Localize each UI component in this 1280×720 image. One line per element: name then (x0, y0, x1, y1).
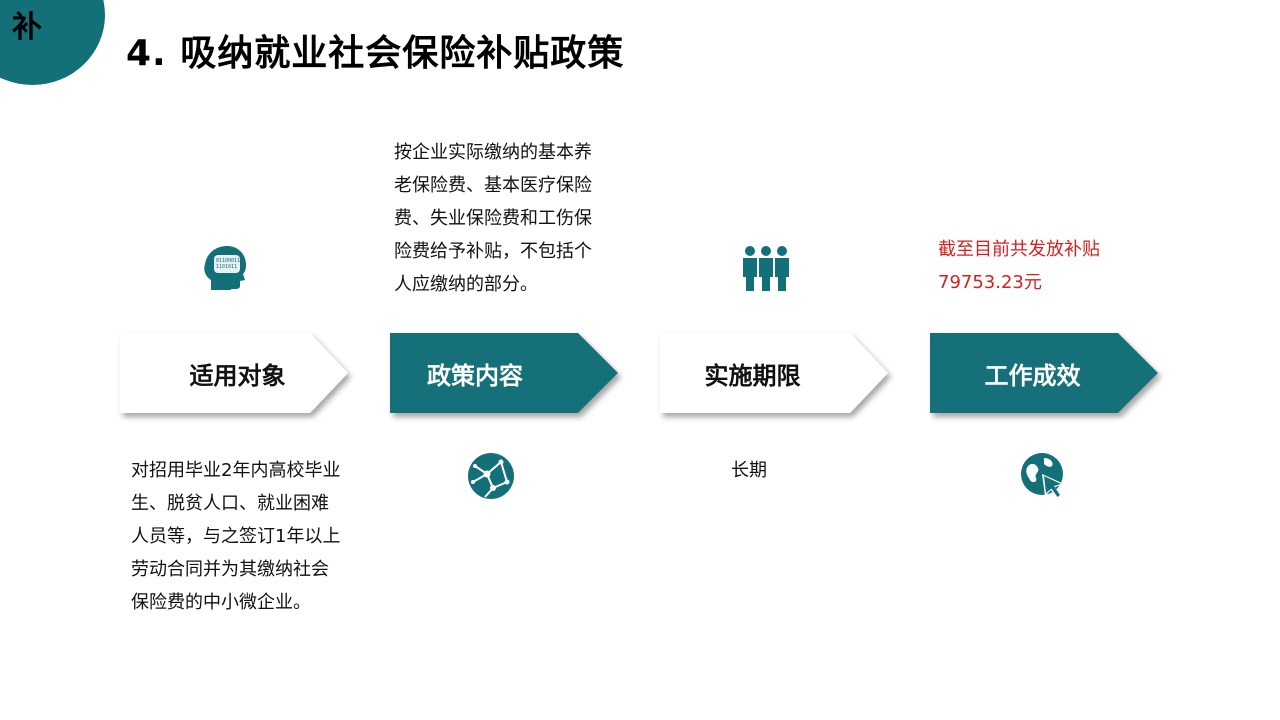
svg-text:01100011: 01100011 (216, 258, 240, 264)
svg-text:1101011: 1101011 (216, 264, 237, 270)
policy-content-line: 费、失业保险费和工伤保 (394, 208, 592, 229)
step-policy-arrow: 政策内容 (390, 333, 620, 413)
step-effect-arrow: 工作成效 (930, 333, 1160, 413)
work-effect-text: 截至目前共发放补贴 79753.23元 (938, 233, 1100, 299)
policy-content-text: 按企业实际缴纳的基本养 老保险费、基本医疗保险 费、失业保险费和工伤保 险费给予… (394, 136, 592, 301)
step-label-effect: 工作成效 (984, 361, 1081, 390)
step-period-arrow: 实施期限 (660, 333, 890, 413)
period-text: 长期 (731, 454, 767, 487)
policy-content-line: 险费给予补贴，不包括个 (394, 241, 592, 262)
step-label-policy: 政策内容 (427, 361, 523, 390)
step-applicable-arrow: 适用对象 (120, 333, 350, 413)
applicable-line: 人员等，与之签订1年以上 (131, 526, 341, 547)
policy-content-line: 人应缴纳的部分。 (394, 274, 538, 295)
policy-content-line: 老保险费、基本医疗保险 (394, 175, 592, 196)
work-effect-amount: 79753.23元 (938, 272, 1042, 293)
applicable-text: 对招用毕业2年内高校毕业 生、脱贫人口、就业困难 人员等，与之签订1年以上 劳动… (131, 454, 340, 619)
step-label-period: 实施期限 (704, 361, 801, 390)
applicable-line: 保险费的中小微企业。 (131, 592, 311, 613)
step-label-applicable: 适用对象 (189, 361, 286, 390)
corner-character: 补 (12, 10, 42, 45)
network-globe-icon (467, 452, 515, 504)
team-people-icon (741, 244, 791, 296)
applicable-line: 对招用毕业2年内高校毕业 (131, 460, 341, 481)
policy-content-line: 按企业实际缴纳的基本养 (394, 142, 592, 163)
applicable-line: 生、脱贫人口、就业困难 (131, 493, 329, 514)
brain-head-icon: 01100011 1101011 (203, 244, 247, 296)
period-value: 长期 (731, 460, 767, 481)
applicable-line: 劳动合同并为其缴纳社会 (131, 559, 329, 580)
page-title: 4. 吸纳就业社会保险补贴政策 (126, 33, 625, 74)
globe-cursor-icon (1020, 452, 1068, 504)
work-effect-line: 截至目前共发放补贴 (938, 239, 1100, 260)
